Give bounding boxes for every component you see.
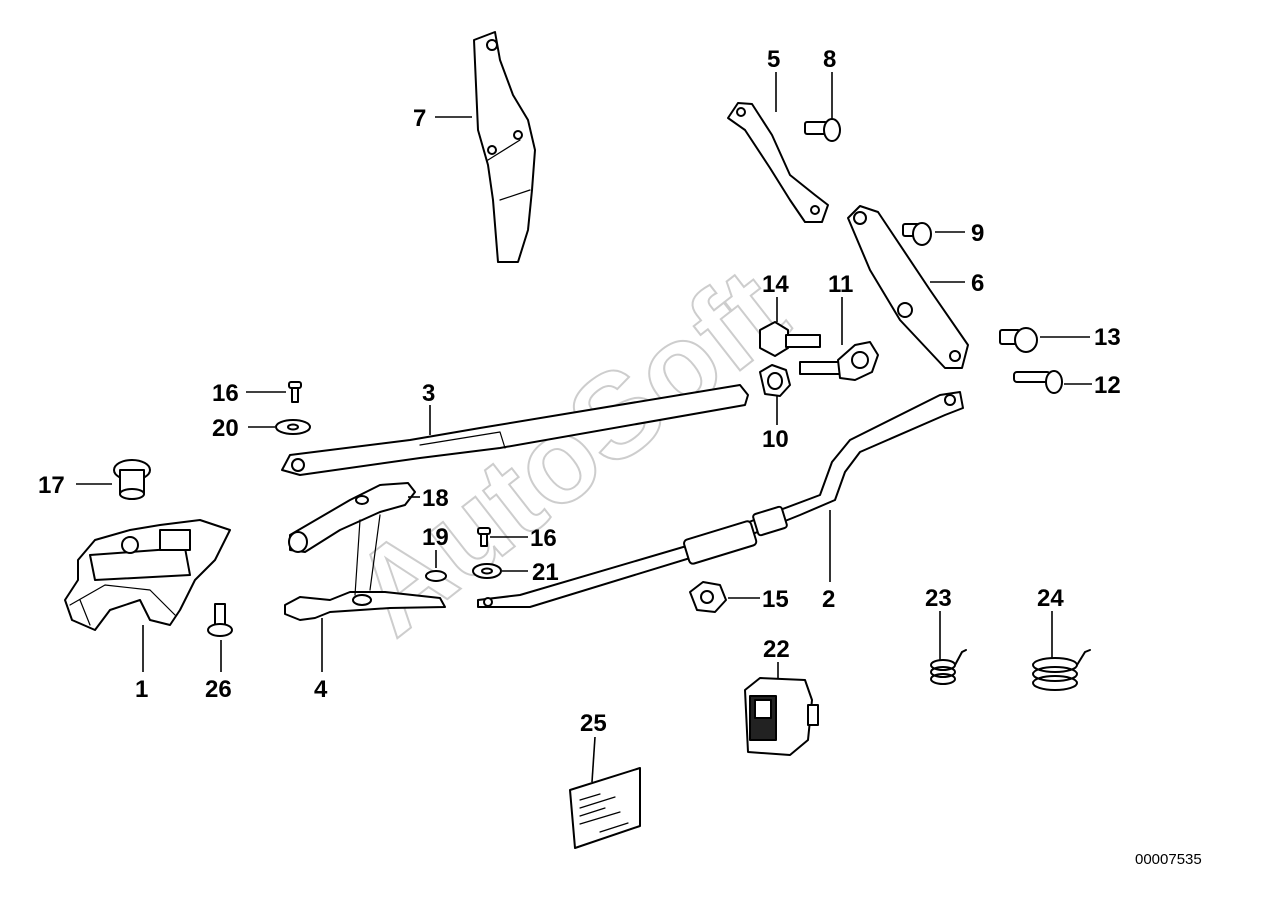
callout-10: 10: [762, 426, 789, 453]
callout-12: 12: [1094, 372, 1121, 399]
callout-17: 17: [38, 472, 65, 499]
part-2-rod[interactable]: [477, 391, 964, 608]
callout-16-lower: 16: [530, 525, 557, 552]
part-4-lever[interactable]: [284, 514, 446, 621]
part-26-screw[interactable]: [207, 603, 233, 637]
leader-lines: [76, 72, 1092, 783]
part-6-lever-plate[interactable]: [847, 205, 969, 369]
part-21-washer[interactable]: [472, 563, 502, 579]
part-13-pin[interactable]: [999, 327, 1038, 353]
part-22-switch[interactable]: [744, 677, 819, 756]
part-3-rod[interactable]: [281, 384, 749, 476]
callout-1: 1: [135, 676, 148, 703]
part-1-actuator[interactable]: [64, 519, 231, 631]
part-16-screw-lower[interactable]: [477, 527, 491, 547]
part-8-pin[interactable]: [804, 118, 841, 142]
callout-18: 18: [422, 485, 449, 512]
callout-8: 8: [823, 46, 836, 73]
part-19-washer[interactable]: [425, 570, 447, 582]
part-16-screw-upper[interactable]: [288, 381, 302, 403]
part-18-lever[interactable]: [288, 482, 416, 553]
callout-13: 13: [1094, 324, 1121, 351]
callout-26: 26: [205, 676, 232, 703]
part-14-bolt[interactable]: [759, 321, 821, 357]
part-5-link-arm[interactable]: [727, 102, 829, 223]
callout-7: 7: [413, 105, 426, 132]
callout-24: 24: [1037, 585, 1064, 612]
part-24-spring[interactable]: [1032, 649, 1091, 691]
callout-14: 14: [762, 271, 789, 298]
part-20-washer[interactable]: [275, 419, 311, 435]
part-12-bolt[interactable]: [1013, 370, 1063, 394]
callout-16-upper: 16: [212, 380, 239, 407]
part-15-nut[interactable]: [689, 581, 727, 613]
callout-3: 3: [422, 380, 435, 407]
part-7-bracket[interactable]: [473, 31, 536, 263]
callout-15: 15: [762, 586, 789, 613]
callout-25: 25: [580, 710, 607, 737]
diagram-id: 00007535: [1135, 851, 1202, 868]
callout-9: 9: [971, 220, 984, 247]
part-23-spring[interactable]: [930, 649, 967, 685]
callout-19: 19: [422, 524, 449, 551]
part-11-ball-joint[interactable]: [799, 341, 879, 381]
callout-23: 23: [925, 585, 952, 612]
callout-11: 11: [828, 271, 853, 298]
callout-labels: 1 2 3 4 5 6 7 8 9 10 11 12 13 14 15 16 1…: [38, 46, 1121, 737]
callout-22: 22: [763, 636, 790, 663]
callout-20: 20: [212, 415, 239, 442]
callout-6: 6: [971, 270, 984, 297]
callout-2: 2: [822, 586, 835, 613]
callout-4: 4: [314, 676, 328, 703]
part-25-label-card[interactable]: [569, 767, 641, 849]
callout-5: 5: [767, 46, 780, 73]
part-9-cap[interactable]: [902, 222, 932, 246]
part-10-nut[interactable]: [759, 364, 791, 397]
part-17-knob[interactable]: [113, 459, 151, 500]
callout-21: 21: [532, 559, 559, 586]
